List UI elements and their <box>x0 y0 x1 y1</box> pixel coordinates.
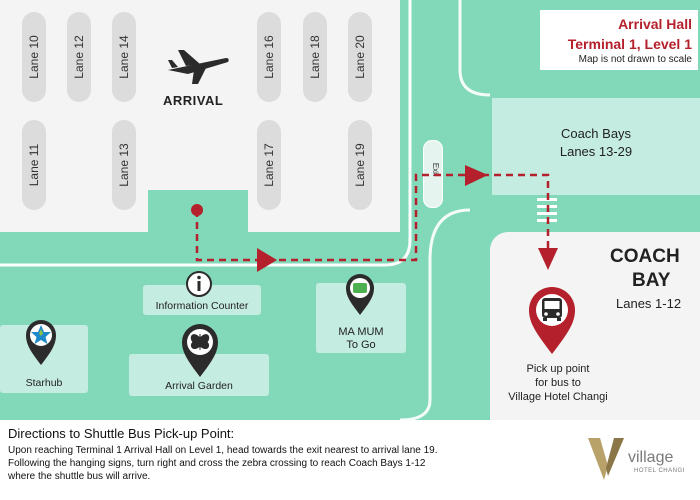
lane-16: Lane 16 <box>257 12 281 102</box>
village-logo-icon <box>588 438 624 480</box>
bus-icon <box>529 287 575 354</box>
butterfly-icon <box>182 324 218 377</box>
mamum-label-1: MA MUM <box>338 326 384 338</box>
coach-bays-lanes: Lanes 13-29 <box>559 144 633 159</box>
route-arrow-1 <box>257 248 277 272</box>
coach-bay-title-2: BAY <box>632 270 671 291</box>
information-pin <box>185 270 213 298</box>
pickup-line-3: Village Hotel Changi <box>508 391 608 403</box>
directions-text: Upon reaching Terminal 1 Arrival Hall on… <box>8 445 438 482</box>
lane-11: Lane 11 <box>22 120 46 210</box>
brand-sub: HOTEL CHANGI <box>634 468 685 474</box>
bus-pickup-pin <box>527 285 577 355</box>
starhub-logo-icon <box>26 320 56 365</box>
pickup-line-2: for bus to <box>535 377 581 389</box>
coach-bay-1-12 <box>490 232 700 420</box>
lane-20: Lane 20 <box>348 12 372 102</box>
brand-name: village <box>628 449 674 466</box>
mamum-logo-icon <box>346 274 374 315</box>
starhub-pin <box>24 318 58 366</box>
map-title-box: Arrival Hall Terminal 1, Level 1 Map is … <box>540 10 698 70</box>
information-counter-label: Information Counter <box>155 300 249 312</box>
pickup-label: Pick up point for bus to Village Hotel C… <box>496 362 620 404</box>
map-area: Lane 10 Lane 12 Lane 14 Lane 16 Lane 18 … <box>0 0 700 420</box>
route-arrow-3 <box>538 248 558 270</box>
info-icon <box>186 271 212 297</box>
coach-bays-13-29: Coach Bays Lanes 13-29 <box>492 98 700 195</box>
arrival-garden-pin <box>180 322 220 378</box>
directions-title: Directions to Shuttle Bus Pick-up Point: <box>8 426 235 441</box>
lane-17: Lane 17 <box>257 120 281 210</box>
arrival-garden-label: Arrival Garden <box>165 380 233 392</box>
mamum-label-2: To Go <box>346 339 376 351</box>
pickup-line-1: Pick up point <box>526 363 590 375</box>
map-subtitle: Terminal 1, Level 1 <box>567 36 692 52</box>
coach-bays-label: Coach Bays <box>560 126 632 141</box>
route-arrow-2 <box>465 165 488 186</box>
lane-14: Lane 14 <box>112 12 136 102</box>
route-path <box>191 165 558 272</box>
airplane-icon <box>168 50 229 84</box>
lane-13: Lane 13 <box>112 120 136 210</box>
lane-12: Lane 12 <box>67 12 91 102</box>
starhub-label: Starhub <box>25 377 63 389</box>
arrival-label: ARRIVAL <box>163 93 224 108</box>
scale-note: Map is not drawn to scale <box>578 54 692 65</box>
map-title: Arrival Hall <box>618 16 692 32</box>
lane-10: Lane 10 <box>22 12 46 102</box>
coach-bay-lanes: Lanes 1-12 <box>616 296 682 311</box>
mamum-pin <box>344 272 376 316</box>
lane-19: Lane 19 <box>348 120 372 210</box>
lane-18: Lane 18 <box>303 12 327 102</box>
coach-bay-title-1: COACH <box>610 246 680 267</box>
